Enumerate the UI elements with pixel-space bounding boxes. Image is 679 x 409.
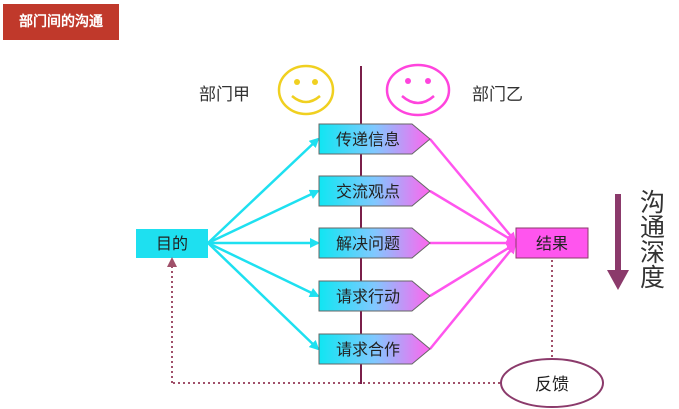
page-title: 部门间的沟通 (3, 4, 119, 40)
channel-box-2: 交流观点 (318, 175, 431, 207)
feedback-node: 反馈 (500, 358, 604, 408)
depth-down-arrow-icon (607, 194, 629, 290)
party-a-label: 部门甲 (199, 85, 250, 105)
channel-box-5: 请求合作 (318, 333, 431, 365)
channel-label-1: 传递信息 (336, 130, 400, 149)
goal-label: 目的 (156, 234, 188, 253)
channel-box-4: 请求行动 (318, 280, 431, 312)
channel-label-3: 解决问题 (336, 234, 400, 253)
result-label: 结果 (536, 234, 568, 253)
smiley-face-yellow-icon (277, 64, 335, 116)
goal-box: 目的 (136, 229, 208, 258)
smiley-face-pink-icon (385, 63, 451, 117)
depth-label: 沟通深度 (640, 188, 666, 292)
channel-to-result-arrows (429, 138, 517, 350)
goal-to-channel-arrows (207, 137, 320, 351)
feedback-label: 反馈 (535, 375, 569, 395)
channel-label-4: 请求行动 (336, 287, 400, 306)
result-box: 结果 (515, 227, 589, 259)
channel-box-1: 传递信息 (318, 123, 431, 155)
channel-label-5: 请求合作 (336, 340, 400, 359)
channel-label-2: 交流观点 (336, 182, 400, 201)
channel-box-3: 解决问题 (318, 227, 431, 259)
party-b-label: 部门乙 (472, 85, 523, 105)
feedback-loop (167, 257, 553, 384)
